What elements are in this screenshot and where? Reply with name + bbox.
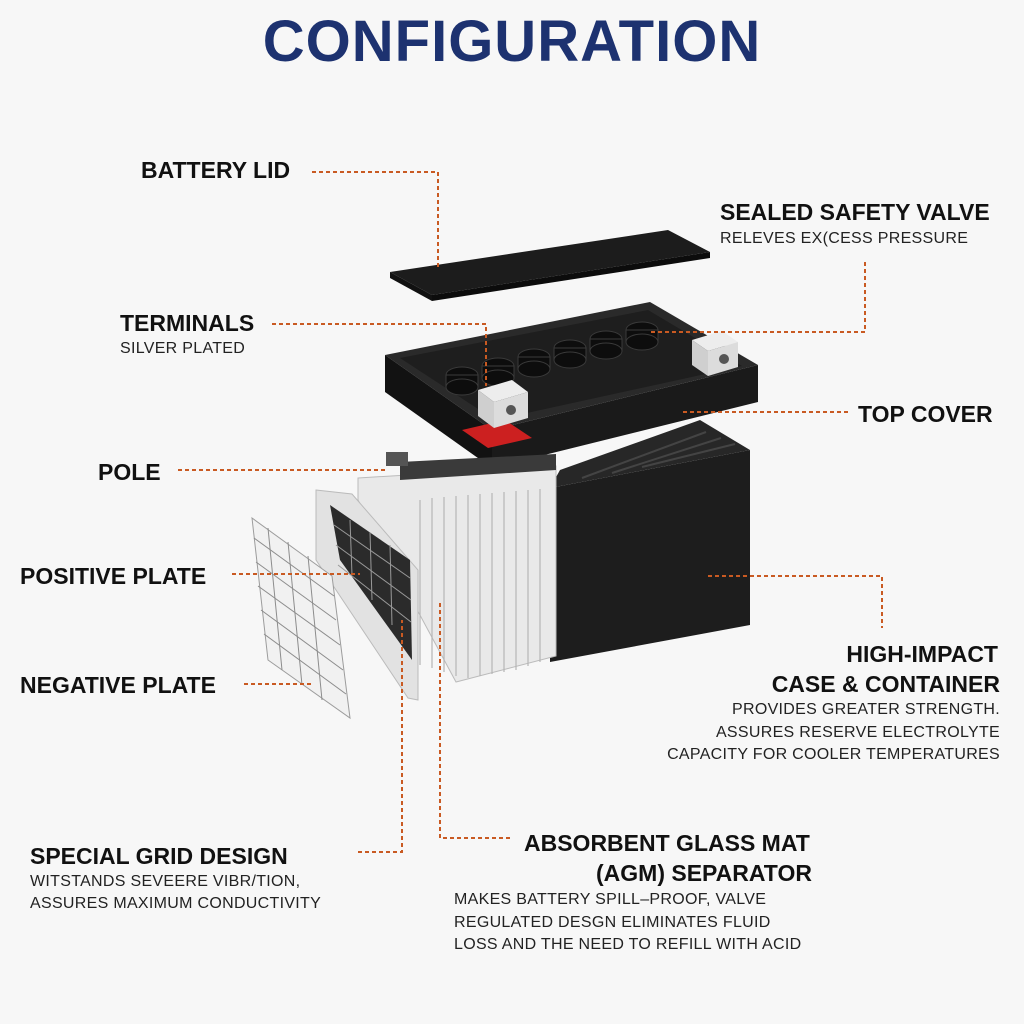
red-terminal-base	[462, 420, 532, 448]
negative-plate-grid	[251, 516, 351, 720]
top-cover	[385, 302, 758, 468]
desc-agm-line3: LOSS AND THE NEED TO REFILL WITH ACID	[454, 936, 802, 953]
label-battery-lid: BATTERY LID	[141, 157, 291, 183]
label-negative-plate: NEGATIVE PLATE	[20, 672, 216, 698]
desc-case-line1: PROVIDES GREATER STRENGTH.	[732, 701, 1000, 718]
pole	[386, 452, 408, 466]
label-special-grid-design: SPECIAL GRID DESIGN	[30, 843, 288, 869]
label-agm-line1: ABSORBENT GLASS MAT	[524, 830, 810, 856]
label-case-line1: HIGH-IMPACT	[846, 641, 998, 667]
label-sealed-safety-valve: SEALED SAFETY VALVE	[720, 199, 990, 225]
positive-plate-grid	[315, 489, 419, 701]
desc-grid-line2: ASSURES MAXIMUM CONDUCTIVITY	[30, 895, 322, 912]
terminal-negative	[692, 331, 738, 376]
battery-lid	[390, 230, 710, 295]
label-pole: POLE	[98, 459, 161, 485]
desc-grid-line1: WITSTANDS SEVEERE VIBR/TION,	[30, 873, 301, 890]
cell-caps	[445, 321, 659, 396]
desc-agm-line1: MAKES BATTERY SPILL–PROOF, VALVE	[454, 891, 767, 908]
leader-lines	[178, 171, 883, 853]
terminal-positive	[478, 380, 528, 428]
case-container	[550, 420, 750, 662]
label-positive-plate: POSITIVE PLATE	[20, 563, 207, 589]
label-terminals: TERMINALS	[120, 310, 255, 336]
desc-case-line2: ASSURES RESERVE ELECTROLYTE	[715, 724, 1000, 741]
plate-pack	[357, 452, 557, 683]
desc-terminals: SILVER PLATED	[120, 340, 246, 357]
desc-agm-line2: REGULATED DESGN ELIMINATES FLUID	[454, 914, 771, 931]
desc-case-line3: CAPACITY FOR COOLER TEMPERATURES	[667, 746, 1000, 763]
label-agm-line2: (AGM) SEPARATOR	[596, 860, 812, 886]
label-case-line2: CASE & CONTAINER	[771, 671, 1000, 697]
desc-sealed-safety-valve: RELEVES EX(CESS PRESSURE	[720, 230, 969, 247]
page-title: CONFIGURATION	[262, 9, 762, 74]
label-top-cover: TOP COVER	[858, 401, 993, 427]
